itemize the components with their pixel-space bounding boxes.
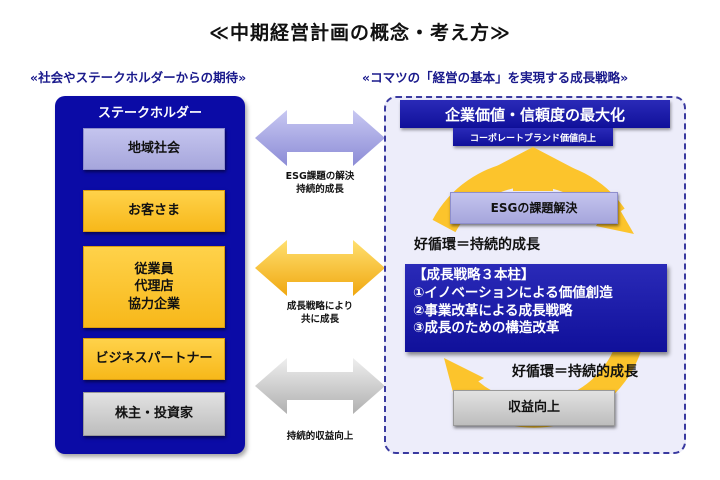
corporate-value-goal: 企業価値・信頼度の最大化: [400, 100, 670, 128]
stakeholder-customers: お客さま: [83, 190, 225, 232]
growth-strategy-heading: «コマツの「経営の基本」を実現する成長戦略»: [362, 70, 629, 85]
pillar-item: ①イノベーションによる価値創造: [413, 284, 613, 301]
arrow-label-profit: 持続的収益向上: [286, 431, 354, 442]
double-arrow-esg: [255, 110, 385, 166]
double-arrow-profit: [255, 358, 385, 414]
stakeholder-employees: 従業員 代理店 協力企業: [83, 246, 225, 328]
arrow-label-esg: ESG課題の解決 持続的成長: [285, 171, 355, 196]
stakeholder-shareholders: 株主・投資家: [83, 392, 225, 436]
pillars-title: 【成長戦略３本柱】: [413, 267, 535, 283]
pillar-item: ②事業改革による成長戦略: [413, 302, 573, 319]
virtuous-cycle-label-top: 好循環＝持続的成長: [414, 237, 540, 253]
arrow-label-growth: 成長戦略により 共に成長: [286, 301, 354, 326]
revenue-growth-box: 収益向上: [453, 390, 615, 426]
corporate-brand-subgoal: コーポレートブランド価値向上: [453, 128, 613, 146]
esg-solution-box: ESGの課題解決: [450, 192, 618, 224]
virtuous-cycle-label-bottom: 好循環＝持続的成長: [512, 364, 638, 380]
cycle-arrowhead-bottom: [444, 358, 484, 396]
pillar-item: ③成長のための構造改革: [413, 320, 560, 337]
diagram-title: ≪中期経営計画の概念・考え方≫: [209, 22, 511, 44]
growth-strategy-pillars: 【成長戦略３本柱】 ①イノベーションによる価値創造 ②事業改革による成長戦略 ③…: [405, 264, 667, 352]
stakeholder-business-partners: ビジネスパートナー: [83, 338, 225, 380]
stakeholder-community: 地域社会: [83, 128, 225, 170]
up-arrow-icon: [491, 147, 575, 191]
stakeholder-expectations-heading: «社会やステークホルダーからの期待»: [30, 70, 247, 85]
stakeholder-panel-title: ステークホルダー: [97, 106, 202, 121]
double-arrow-growth: [255, 240, 385, 296]
